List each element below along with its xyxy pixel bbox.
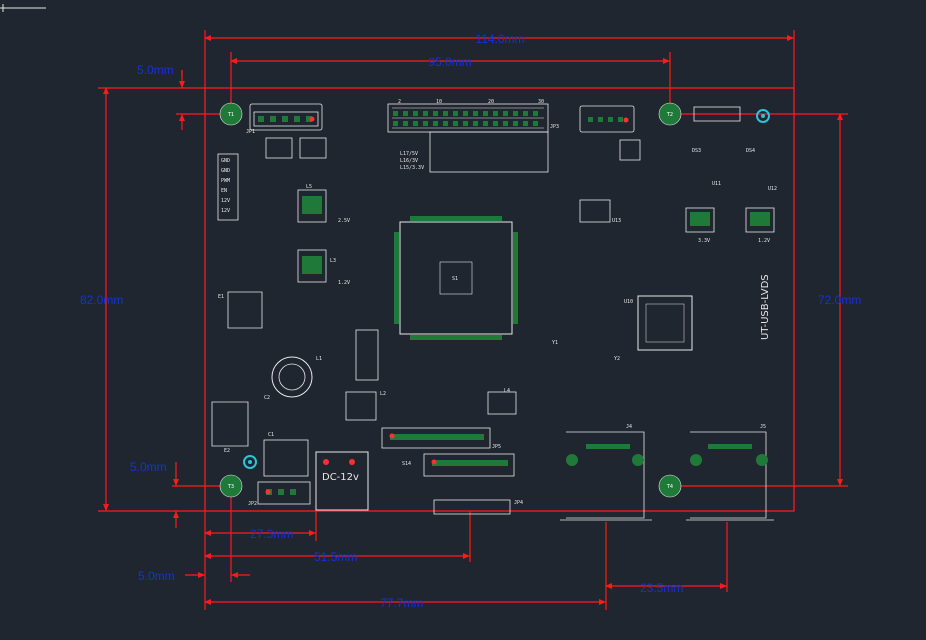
- dim-23: 23.5mm: [640, 581, 683, 595]
- svg-text:GND: GND: [221, 158, 230, 164]
- svg-text:S14: S14: [402, 461, 411, 467]
- dim-114: 114.0mm: [475, 32, 524, 46]
- svg-text:L5: L5: [306, 184, 312, 190]
- dim-51: 51.5mm: [314, 550, 357, 564]
- dim-5-top: 5.0mm: [137, 63, 174, 77]
- svg-text:U13: U13: [612, 218, 621, 224]
- board-name: UT-USB-LVDS: [760, 274, 771, 340]
- mount-hole-t4: T4: [658, 474, 682, 498]
- pin1-markers: [265, 116, 629, 495]
- fiducial-right: [756, 109, 770, 123]
- dimension-texts: 114.0mm 95.0mm 5.0mm 82.0mm 72.0mm 5.0mm…: [80, 32, 861, 610]
- svg-text:Y2: Y2: [614, 356, 620, 362]
- svg-text:JP4: JP4: [514, 500, 523, 506]
- svg-text:30: 30: [538, 99, 544, 105]
- silk-text: 2 10 20 30 GND GND PWM EN 12V 12V L17/5V…: [218, 99, 777, 507]
- svg-text:J4: J4: [626, 424, 632, 430]
- svg-text:L3: L3: [330, 258, 336, 264]
- dc-jack-label: DC-12v: [322, 472, 359, 483]
- svg-text:DS4: DS4: [746, 148, 755, 154]
- svg-text:T1: T1: [227, 112, 234, 118]
- svg-text:PWM: PWM: [221, 178, 230, 184]
- pad-array: [258, 111, 770, 495]
- svg-text:L15/3.3V: L15/3.3V: [400, 165, 424, 171]
- svg-text:Y1: Y1: [552, 340, 558, 346]
- dim-5-bottom: 5.0mm: [130, 460, 167, 474]
- svg-text:C2: C2: [264, 395, 270, 401]
- dim-77: 77.7mm: [380, 596, 423, 610]
- svg-text:L1: L1: [316, 356, 322, 362]
- svg-text:L2: L2: [380, 391, 386, 397]
- svg-text:T3: T3: [227, 484, 234, 490]
- svg-text:20: 20: [488, 99, 494, 105]
- svg-text:E2: E2: [224, 448, 230, 454]
- svg-text:JP5: JP5: [492, 444, 501, 450]
- fiducial-left: [243, 455, 257, 469]
- svg-text:T4: T4: [666, 484, 673, 490]
- svg-text:L16/3V: L16/3V: [400, 158, 418, 164]
- dimension-lines: [98, 30, 848, 610]
- svg-text:10: 10: [436, 99, 442, 105]
- svg-text:S1: S1: [452, 276, 458, 282]
- svg-text:DS3: DS3: [692, 148, 701, 154]
- svg-text:3.3V: 3.3V: [698, 238, 710, 244]
- svg-text:12V: 12V: [221, 198, 230, 204]
- dim-5-x: 5.0mm: [138, 569, 175, 583]
- board-outline: [204, 87, 795, 512]
- mount-hole-t3: T3: [219, 474, 243, 498]
- mount-hole-t1: T1: [219, 102, 243, 126]
- svg-text:JP3: JP3: [550, 124, 559, 130]
- mount-hole-t2: T2: [658, 102, 682, 126]
- svg-text:C1: C1: [268, 432, 274, 438]
- svg-text:J5: J5: [760, 424, 766, 430]
- svg-text:12V: 12V: [221, 208, 230, 214]
- svg-text:1.2V: 1.2V: [338, 280, 350, 286]
- svg-text:U12: U12: [768, 186, 777, 192]
- svg-text:GND: GND: [221, 168, 230, 174]
- svg-text:U11: U11: [712, 181, 721, 187]
- svg-text:1.2V: 1.2V: [758, 238, 770, 244]
- dim-27: 27.3mm: [250, 527, 293, 541]
- mounting-holes: T1 T2 T3 T4: [219, 102, 770, 498]
- svg-text:U10: U10: [624, 299, 633, 305]
- dim-72: 72.0mm: [818, 293, 861, 307]
- svg-text:E1: E1: [218, 294, 224, 300]
- dim-95: 95.0mm: [428, 55, 471, 69]
- silkscreen: [211, 103, 775, 521]
- svg-text:L4: L4: [504, 388, 510, 394]
- svg-text:JP1: JP1: [246, 129, 255, 135]
- dim-82: 82.0mm: [80, 293, 123, 307]
- svg-text:2.5V: 2.5V: [338, 218, 350, 224]
- svg-text:2: 2: [398, 99, 401, 105]
- svg-text:EN: EN: [221, 188, 227, 194]
- svg-text:T2: T2: [666, 112, 673, 118]
- svg-text:JP2: JP2: [248, 501, 257, 507]
- svg-text:L17/5V: L17/5V: [400, 151, 418, 157]
